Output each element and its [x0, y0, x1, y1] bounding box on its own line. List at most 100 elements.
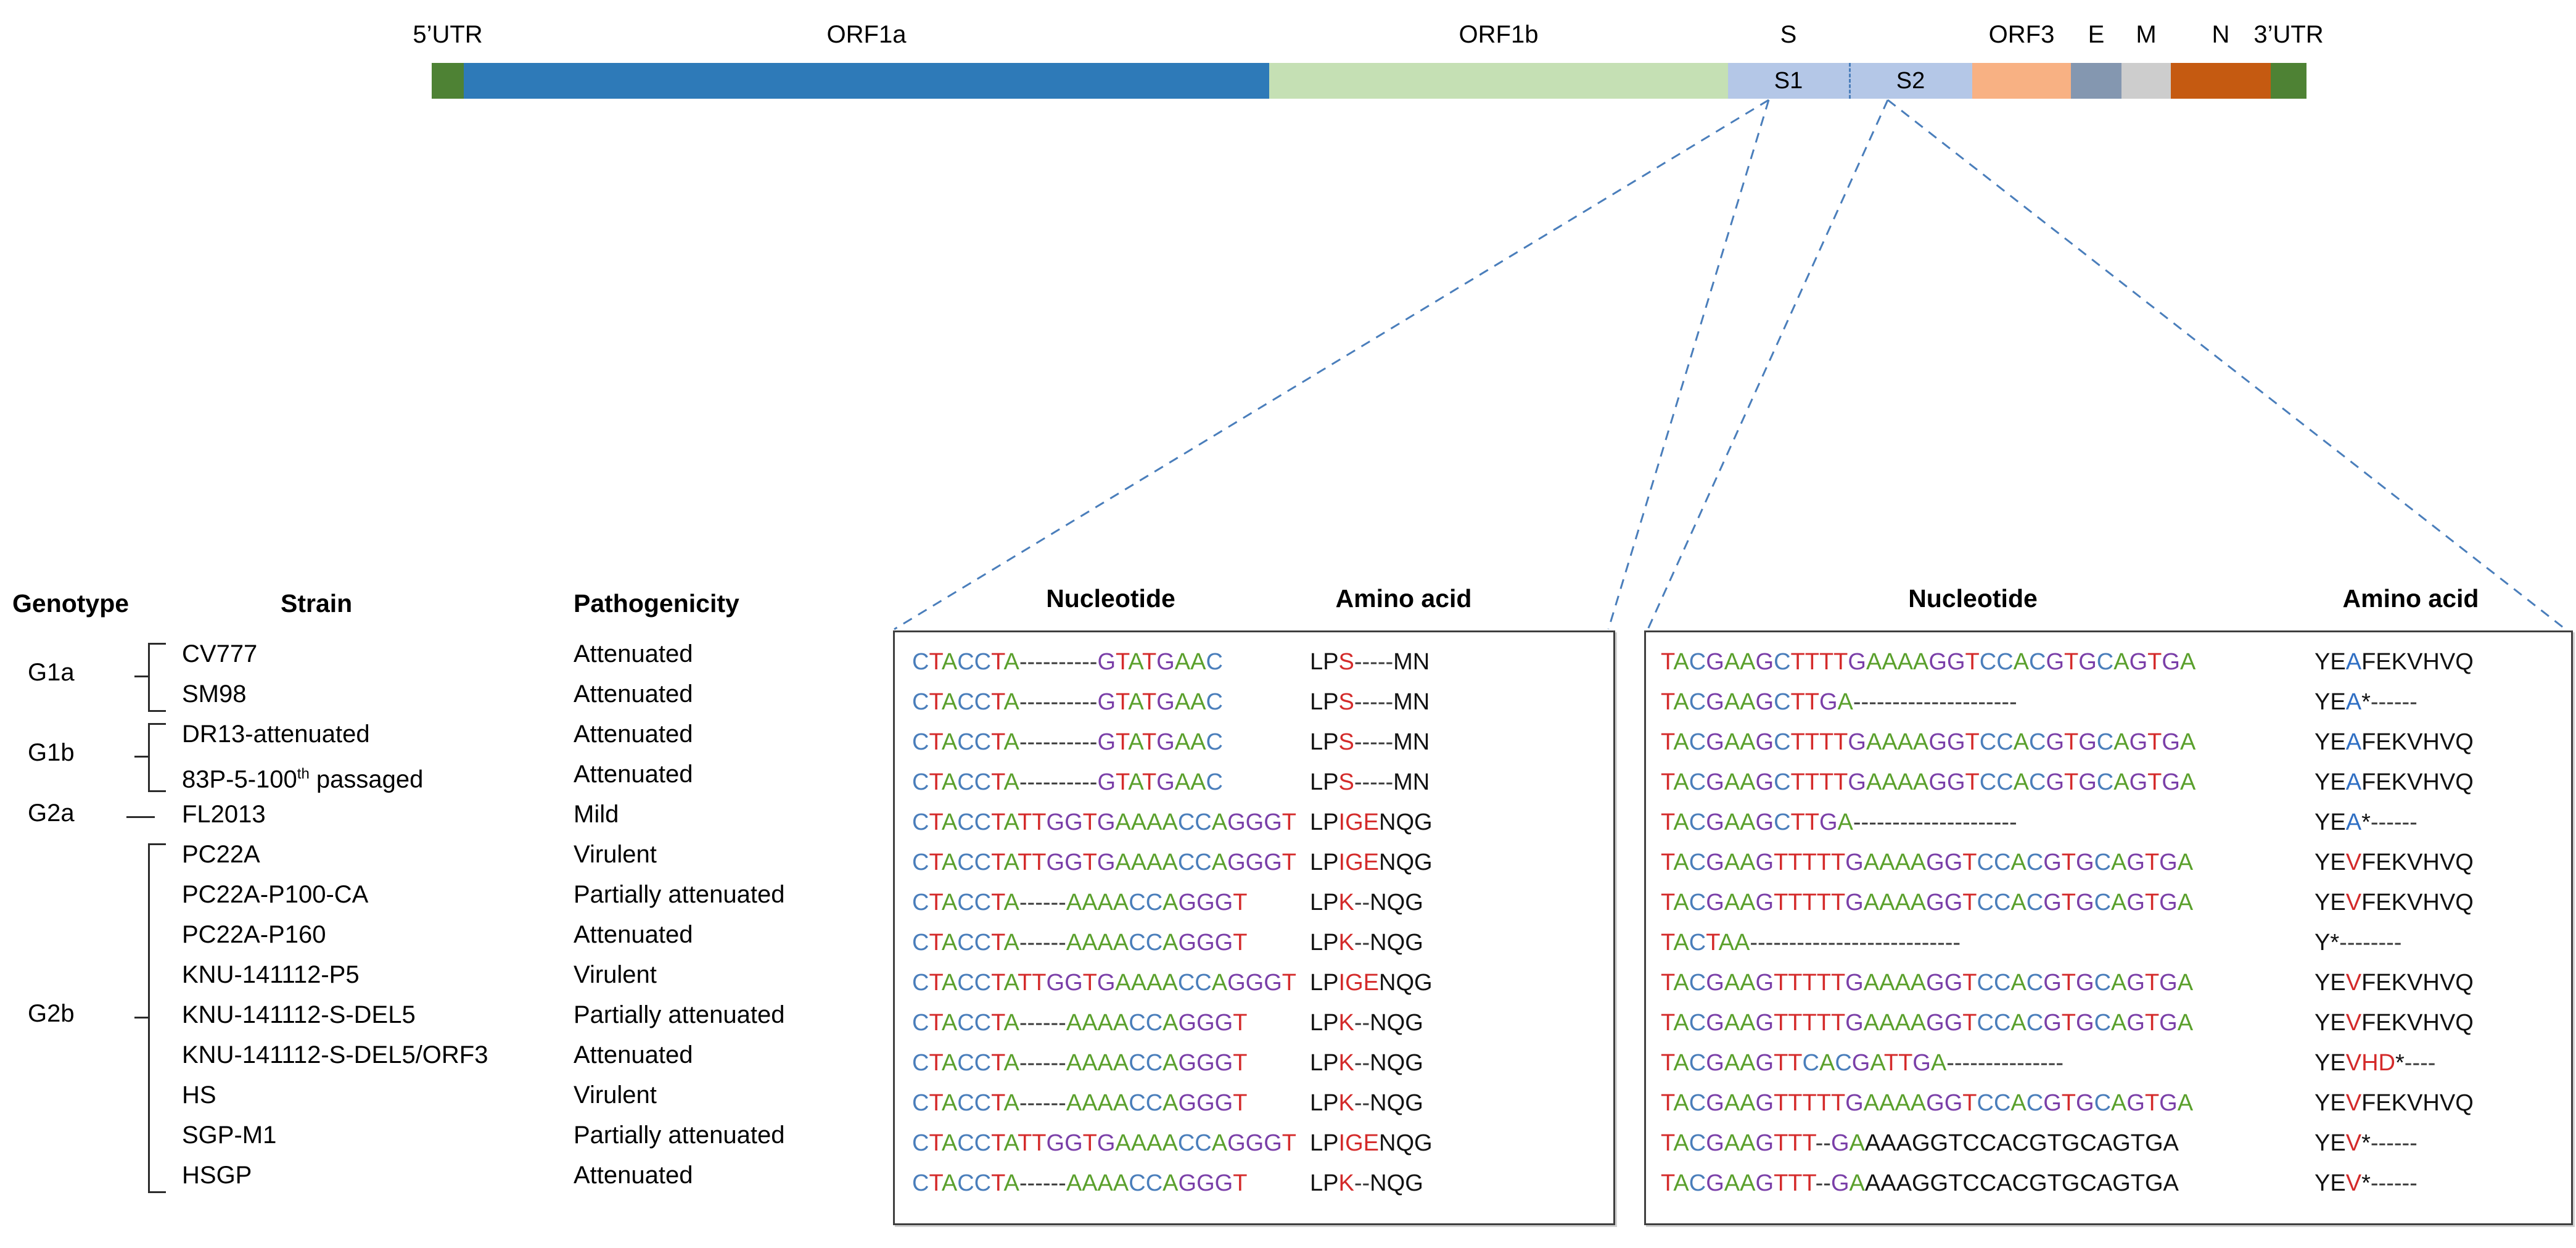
panel-left-header-amino-acid: Amino acid: [1335, 584, 1472, 613]
alignment-left-nucleotide-sequence: CTACCTA------AAAACCAGGGT: [912, 890, 1248, 915]
genome-segment-e: [2071, 63, 2121, 99]
alignment-right-nucleotide-sequence: TACGAAGTTTTTGAAAAGGTCCACGTGCAGTGA: [1661, 890, 2194, 915]
pathogenicity-value: Attenuated: [574, 680, 693, 708]
strain-name: SM98: [182, 680, 247, 708]
alignment-left-amino-acid-sequence: LPK--NQG: [1310, 930, 1423, 956]
table-row[interactable]: HSGP Attenuated: [0, 1157, 863, 1197]
alignment-left-nucleotide-sequence: CTACCTA------AAAACCAGGGT: [912, 1050, 1248, 1076]
alignment-panel-s2-orf3: Nucleotide Amino acid TACGAAGCTTTTGAAAAG…: [1644, 584, 2573, 1225]
strain-name: HS: [182, 1081, 216, 1109]
alignment-left-amino-acid-sequence: LPIGENQG: [1310, 849, 1433, 875]
pathogenicity-value: Attenuated: [574, 761, 693, 788]
alignment-left-nucleotide-sequence: CTACCTA------AAAACCAGGGT: [912, 1090, 1248, 1116]
genotype-label-g2b: G2b: [28, 999, 75, 1027]
alignment-left-amino-acid-sequence: LPK--NQG: [1310, 1090, 1423, 1116]
panel-right-header-amino-acid: Amino acid: [2342, 584, 2479, 613]
strain-name: DR13-attenuated: [182, 721, 370, 748]
strain-name: HSGP: [182, 1162, 252, 1189]
alignment-right-amino-acid-sequence: Y*--------: [2315, 930, 2402, 956]
alignment-right-nucleotide-sequence: TACGAAGTTT--GAAAAGGTCCACGTGCAGTGA: [1661, 1130, 2179, 1156]
alignment-left-nucleotide-sequence: CTACCTA----------GTATGAAC: [912, 729, 1223, 755]
alignment-right-amino-acid-sequence: YEV*------: [2315, 1170, 2418, 1196]
genome-segment-orf1b: [1269, 63, 1728, 99]
alignment-right-amino-acid-sequence: YEVHD*----: [2315, 1050, 2436, 1076]
alignment-left-nucleotide-sequence: CTACCTATTGGTGAAAACCAGGGT: [912, 970, 1297, 996]
alignment-left-amino-acid-sequence: LPK--NQG: [1310, 1010, 1423, 1036]
genotype-bracket-g1b: [148, 723, 166, 792]
gene-label-orf3: ORF3: [1988, 21, 2055, 48]
strain-name: 83P-5-100th passaged: [182, 766, 424, 793]
gene-label-3utr: 3’UTR: [2253, 21, 2324, 48]
alignment-right-amino-acid-sequence: YEAFEKVHVQ: [2315, 649, 2474, 675]
alignment-left-amino-acid-sequence: LPS-----MN: [1310, 649, 1430, 675]
genome-segment-m: [2121, 63, 2171, 99]
pathogenicity-value: Attenuated: [574, 921, 693, 948]
strain-name: PC22A-P100-CA: [182, 881, 369, 908]
pathogenicity-value: Virulent: [574, 1081, 657, 1109]
genotype-connector-g2a: [126, 816, 155, 818]
pathogenicity-value: Attenuated: [574, 1162, 693, 1189]
alignment-left-nucleotide-sequence: CTACCTATTGGTGAAAACCAGGGT: [912, 1130, 1297, 1156]
alignment-left-amino-acid-sequence: LPK--NQG: [1310, 1050, 1423, 1076]
genotype-bracket-stem-g1a: [134, 676, 148, 677]
table-header-row: Genotype Strain Pathogenicity: [0, 589, 863, 626]
alignment-left-nucleotide-sequence: CTACCTA------AAAACCAGGGT: [912, 1170, 1248, 1196]
gene-label-e: E: [2088, 21, 2105, 48]
alignment-left-amino-acid-sequence: LPK--NQG: [1310, 890, 1423, 915]
alignment-right-nucleotide-sequence: TACGAAGTTTTTGAAAAGGTCCACGTGCAGTGA: [1661, 970, 2194, 996]
gene-label-5utr: 5’UTR: [413, 21, 483, 48]
alignment-right-nucleotide-sequence: TACGAAGCTTTTGAAAAGGTCCACGTGCAGTGA: [1661, 769, 2196, 795]
column-header-strain: Strain: [281, 589, 353, 618]
table-row[interactable]: HS Virulent: [0, 1077, 863, 1117]
alignment-left-amino-acid-sequence: LPS-----MN: [1310, 729, 1430, 755]
genome-bar: S1 S2: [432, 63, 2306, 99]
pathogenicity-value: Partially attenuated: [574, 881, 785, 908]
table-row[interactable]: PC22A Virulent: [0, 836, 863, 876]
alignment-left-amino-acid-sequence: LPS-----MN: [1310, 769, 1430, 795]
pathogenicity-value: Partially attenuated: [574, 1122, 785, 1149]
table-row[interactable]: 83P-5-100th passaged Attenuated: [0, 756, 863, 796]
alignment-right-nucleotide-sequence: TACGAAGTTCACGATTGA---------------: [1661, 1050, 2064, 1076]
gene-label-n: N: [2212, 21, 2230, 48]
alignment-panel-s1: Nucleotide Amino acid CTACCTA----------G…: [893, 584, 1615, 1225]
genome-segment-orf3: [1972, 63, 2071, 99]
table-row[interactable]: KNU-141112-S-DEL5/ORF3 Attenuated: [0, 1036, 863, 1077]
strain-name: PC22A: [182, 841, 260, 868]
alignment-right-amino-acid-sequence: YEA*------: [2315, 689, 2418, 715]
panel-right-header-nucleotide: Nucleotide: [1908, 584, 2038, 613]
genome-segment-s2: S2: [1849, 63, 1972, 99]
genotype-bracket-g1a: [148, 643, 166, 712]
genotype-label-g1a: G1a: [28, 659, 75, 686]
alignment-right-nucleotide-sequence: TACGAAGTTT--GAAAAGGTCCACGTGCAGTGA: [1661, 1170, 2179, 1196]
gene-label-s: S: [1780, 21, 1797, 48]
pathogenicity-value: Attenuated: [574, 1041, 693, 1068]
alignment-left-nucleotide-sequence: CTACCTA----------GTATGAAC: [912, 769, 1223, 795]
alignment-right-nucleotide-sequence: TACTAA---------------------------: [1661, 930, 1961, 956]
pathogenicity-value: Partially attenuated: [574, 1001, 785, 1028]
pathogenicity-value: Mild: [574, 801, 619, 828]
gene-label-orf1b: ORF1b: [1459, 21, 1539, 48]
genome-segment-inner-label-s1: S1: [1774, 68, 1803, 94]
table-row[interactable]: PC22A-P100-CA Partially attenuated: [0, 876, 863, 916]
genome-segment-5utr: [432, 63, 464, 99]
table-row[interactable]: SM98 Attenuated: [0, 676, 863, 716]
alignment-left-amino-acid-sequence: LPIGENQG: [1310, 809, 1433, 835]
strain-name: KNU-141112-S-DEL5/ORF3: [182, 1041, 488, 1068]
alignment-right-nucleotide-sequence: TACGAAGTTTTTGAAAAGGTCCACGTGCAGTGA: [1661, 849, 2194, 875]
alignment-right-amino-acid-sequence: YEVFEKVHVQ: [2315, 849, 2474, 875]
alignment-right-amino-acid-sequence: YEVFEKVHVQ: [2315, 1090, 2474, 1116]
pathogenicity-value: Virulent: [574, 841, 657, 868]
alignment-right-amino-acid-sequence: YEA*------: [2315, 809, 2418, 835]
alignment-left-amino-acid-sequence: LPIGENQG: [1310, 1130, 1433, 1156]
alignment-left-amino-acid-sequence: LPS-----MN: [1310, 689, 1430, 715]
